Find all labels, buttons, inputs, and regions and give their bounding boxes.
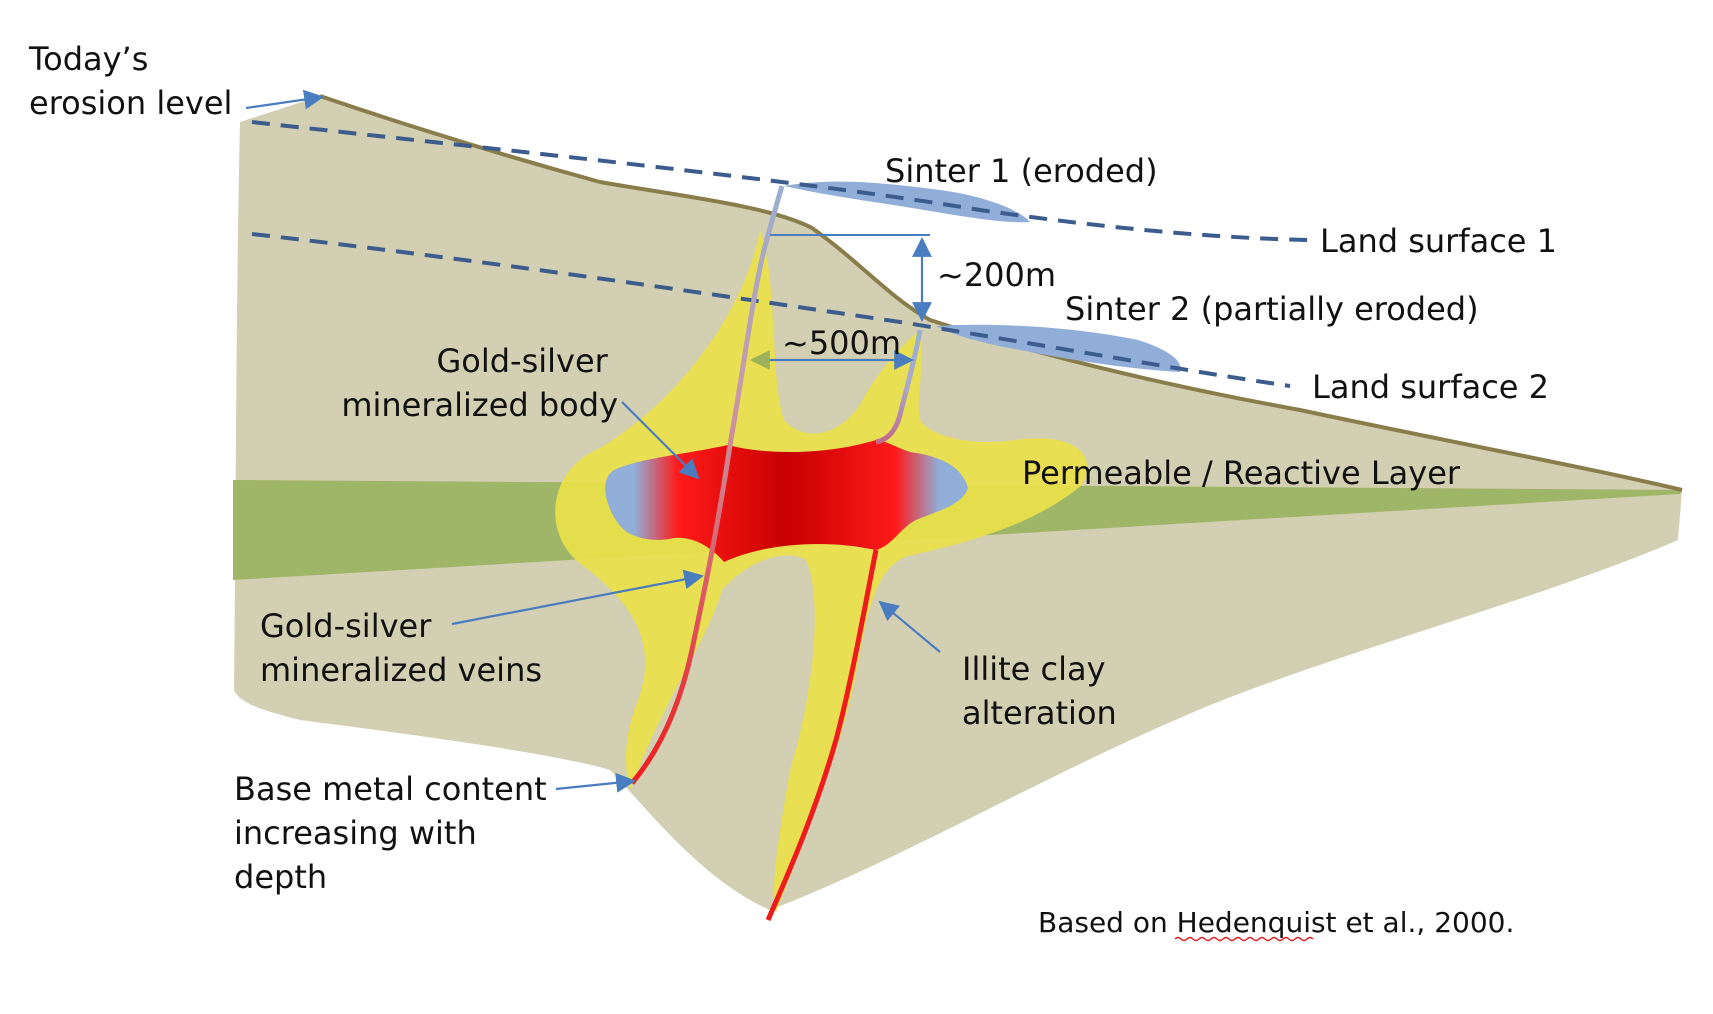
citation-author: Hedenquist xyxy=(1177,906,1337,939)
permeable-layer-label: Permeable / Reactive Layer xyxy=(1022,454,1461,492)
citation: Based on Hedenquist et al., 2000. xyxy=(1038,906,1514,939)
erosion-pointer xyxy=(245,89,324,110)
illite-pointer xyxy=(878,600,941,653)
veins-pointer xyxy=(451,569,704,626)
ground-surface-line xyxy=(319,94,1683,492)
depth-200-label: ~200m xyxy=(937,256,1056,294)
sinter-1-label: Sinter 1 (eroded) xyxy=(885,152,1158,190)
illite-label: Illite clay alteration xyxy=(962,650,1117,732)
alteration-halo xyxy=(555,230,1088,912)
land-surface-2-line xyxy=(251,232,1291,388)
ore-body-label: Gold-silver mineralized body xyxy=(341,342,618,424)
spellcheck-underline xyxy=(1174,936,1314,942)
right-vein-lower xyxy=(765,549,879,922)
base-metal-pointer xyxy=(555,772,636,793)
land-surface-1-line xyxy=(251,120,1309,242)
land-surface-1-label: Land surface 1 xyxy=(1320,222,1557,260)
land-surface-2-label: Land surface 2 xyxy=(1312,368,1549,406)
erosion-level-label: Today’s erosion level xyxy=(28,40,232,122)
base-metal-label: Base metal content increasing with depth xyxy=(234,770,557,896)
sinter-2-label: Sinter 2 (partially eroded) xyxy=(1065,290,1479,328)
veins-label: Gold-silver mineralized veins xyxy=(260,607,542,689)
right-vein xyxy=(875,329,923,445)
left-vein xyxy=(630,185,785,785)
ore-body-pointer xyxy=(621,401,700,480)
width-500-label: ~500m xyxy=(782,324,901,362)
